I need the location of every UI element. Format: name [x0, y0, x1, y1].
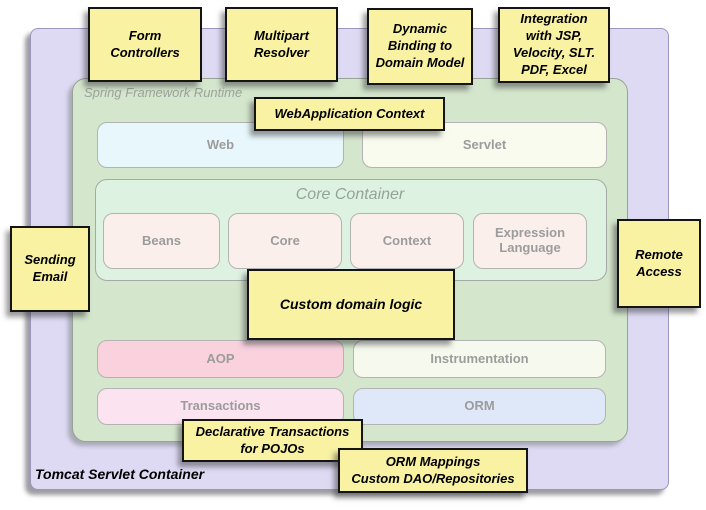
- note-declarative-transactions: Declarative Transactions for POJOs: [182, 419, 363, 462]
- module-aop: AOP: [97, 340, 344, 378]
- module-servlet: Servlet: [362, 122, 607, 168]
- note-sending-email: Sending Email: [10, 226, 90, 312]
- note-remote-access: Remote Access: [617, 219, 701, 308]
- note-webapplication-context: WebApplication Context: [254, 97, 445, 131]
- tomcat-servlet-container-label: Tomcat Servlet Container: [35, 466, 205, 482]
- module-beans: Beans: [103, 213, 220, 269]
- module-context: Context: [350, 213, 464, 269]
- note-dynamic-binding: Dynamic Binding to Domain Model: [367, 8, 473, 85]
- core-container-title: Core Container: [295, 186, 405, 203]
- spring-framework-runtime-label: Spring Framework Runtime: [84, 85, 243, 100]
- module-core: Core: [228, 213, 342, 269]
- note-custom-domain-logic: Custom domain logic: [247, 269, 455, 340]
- module-expression-language: Expression Language: [473, 213, 587, 269]
- module-instrumentation: Instrumentation: [353, 340, 606, 378]
- note-multipart-resolver: Multipart Resolver: [225, 7, 338, 82]
- note-form-controllers: Form Controllers: [88, 7, 202, 82]
- note-orm-mappings: ORM Mappings Custom DAO/Repositories: [338, 448, 528, 493]
- module-orm: ORM: [353, 388, 606, 425]
- note-integration: Integration with JSP, Velocity, SLT. PDF…: [498, 7, 610, 83]
